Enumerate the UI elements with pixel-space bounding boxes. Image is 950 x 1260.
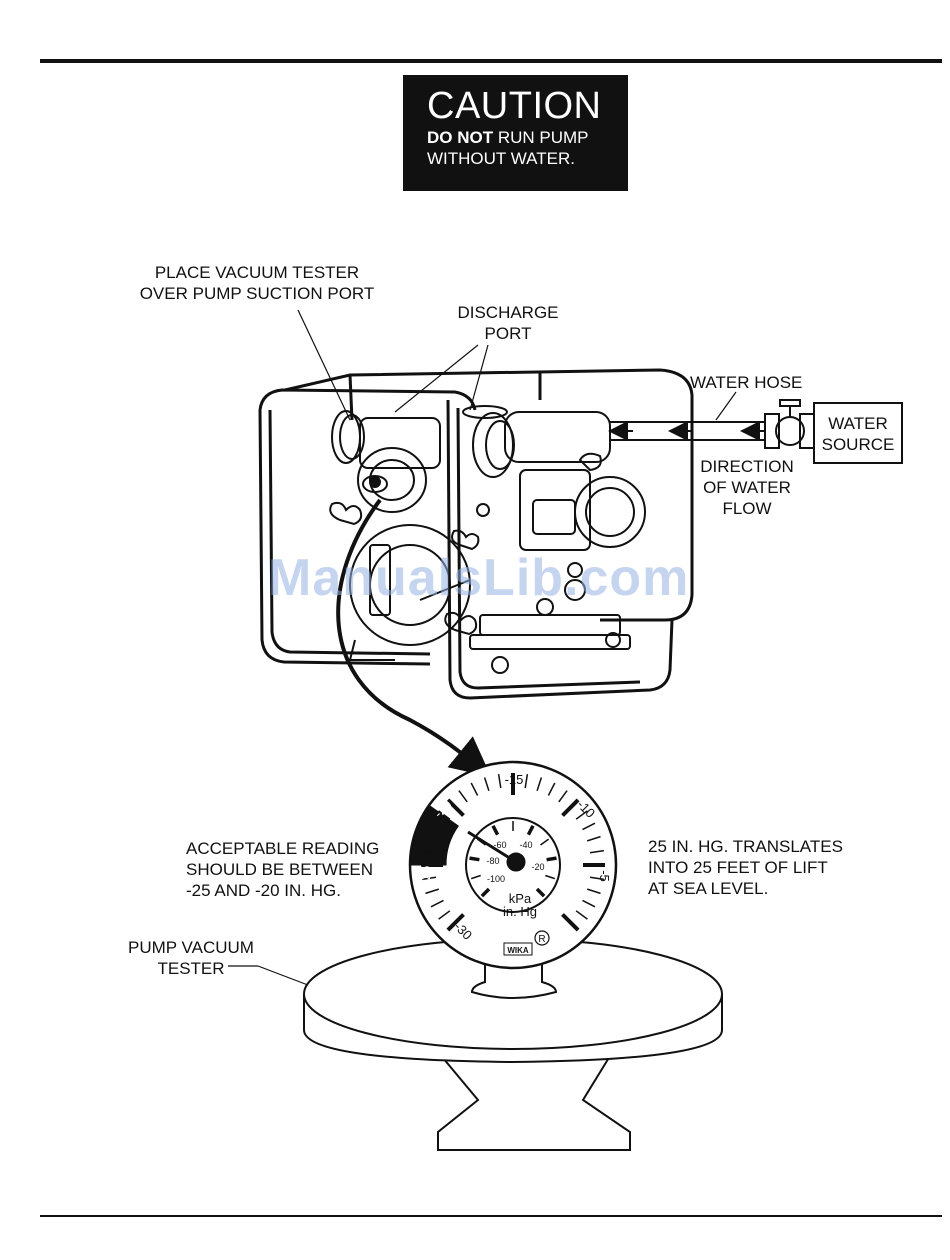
vacuum-gauge: [408, 760, 618, 970]
kpa-label-minus40: -40: [519, 840, 532, 850]
gauge-minor-tick: [547, 782, 556, 796]
pump-vacuum-tester-label: PUMP VACUUM TESTER: [128, 938, 254, 978]
gauge-minor-tick: [438, 810, 451, 820]
wika-logo: [503, 942, 533, 956]
kpa-label-minus80: -80: [486, 856, 499, 866]
gauge-minor-tick: [430, 822, 444, 831]
gauge-minor-tick: [582, 822, 596, 831]
caution-line-2: WITHOUT WATER.: [427, 149, 575, 168]
wika-logo-text: WIKA: [507, 946, 529, 955]
gauge-kpa-tick: [545, 874, 556, 880]
connection-arrow: [336, 498, 492, 778]
registered-mark: [534, 930, 550, 946]
gauge-minor-tick: [575, 810, 588, 820]
watermark: ManualsLib.com: [268, 549, 690, 607]
direction-of-flow-label: DIRECTION OF WATER FLOW: [700, 457, 794, 518]
discharge-port-label: DISCHARGE PORT: [457, 303, 559, 343]
gauge-minor-tick: [582, 899, 596, 908]
gauge-major-tick: [446, 913, 465, 932]
gauge-minor-tick: [575, 910, 588, 920]
gauge-unit-kpa: kPa: [509, 891, 532, 906]
lift-note-label: 25 IN. HG. TRANSLATES INTO 25 FEET OF LI…: [648, 837, 843, 898]
gauge-major-tick: [561, 798, 580, 817]
gauge-minor-tick: [536, 777, 543, 792]
gauge-kpa-tick: [540, 838, 550, 846]
caution-title: CAUTION: [427, 85, 602, 127]
registered-mark-text: R: [538, 934, 545, 945]
gauge-major-tick: [561, 913, 580, 932]
kpa-label-minus20: -20: [531, 862, 544, 872]
place-vacuum-tester-label: PLACE VACUUM TESTER OVER PUMP SUCTION PO…: [139, 263, 375, 303]
gauge-minor-tick: [558, 790, 568, 803]
bottom-rule: [40, 1215, 942, 1217]
gauge-minor-tick: [589, 876, 605, 881]
gauge-minor-tick: [470, 782, 479, 796]
scale-label-minus25: -25: [418, 866, 433, 885]
gauge-minor-tick: [438, 910, 451, 920]
gauge-minor-tick: [421, 849, 437, 854]
gauge-minor-tick: [589, 849, 605, 854]
gauge-kpa-tick: [546, 856, 557, 862]
tester-on-port: [362, 475, 388, 493]
gauge-minor-tick: [458, 790, 468, 803]
caution-box: CAUTION DO NOT RUN PUMP WITHOUT WATER.: [403, 75, 628, 191]
gauge-minor-tick: [483, 777, 490, 792]
valve: [764, 399, 815, 449]
gauge-minor-tick: [524, 773, 529, 789]
tester-base: [303, 938, 723, 1151]
water-hose-label: WATER HOSE: [690, 373, 803, 392]
gauge-minor-tick: [586, 888, 601, 895]
gauge-major-tick: [446, 798, 465, 817]
gauge-kpa-tick: [480, 887, 491, 898]
gauge-minor-tick: [425, 888, 440, 895]
gauge-unit-inhg: in. Hg: [503, 904, 537, 919]
gauge-minor-tick: [425, 835, 440, 842]
gauge-kpa-tick: [526, 824, 535, 836]
gauge-minor-tick: [586, 835, 601, 842]
gauge-kpa-tick: [470, 874, 481, 880]
scale-label-minus15: -15: [505, 772, 524, 787]
gauge-kpa-tick: [469, 856, 480, 862]
gauge-inner-labels: -100 -80 -60 -40 -20: [486, 840, 544, 884]
kpa-label-minus100: -100: [487, 874, 505, 884]
water-source-label: WATER SOURCE: [821, 414, 895, 454]
gauge-kpa-tick: [535, 887, 546, 898]
gauge-minor-tick: [497, 773, 502, 789]
water-source-box: [813, 402, 903, 464]
water-hose: [608, 421, 765, 441]
pump-body: [329, 405, 646, 674]
gauge-minor-tick: [421, 876, 437, 881]
gauge-kpa-tick: [491, 824, 500, 836]
acceptable-reading-label: ACCEPTABLE READING SHOULD BE BETWEEN -25…: [186, 839, 380, 900]
needle-hub: [506, 852, 526, 872]
kpa-label-minus60: -60: [493, 840, 506, 850]
gauge-minor-tick: [430, 899, 444, 908]
scale-label-minus5: -5: [597, 870, 612, 882]
caution-line-1: DO NOT RUN PUMP: [427, 128, 589, 147]
top-rule: [40, 59, 942, 63]
